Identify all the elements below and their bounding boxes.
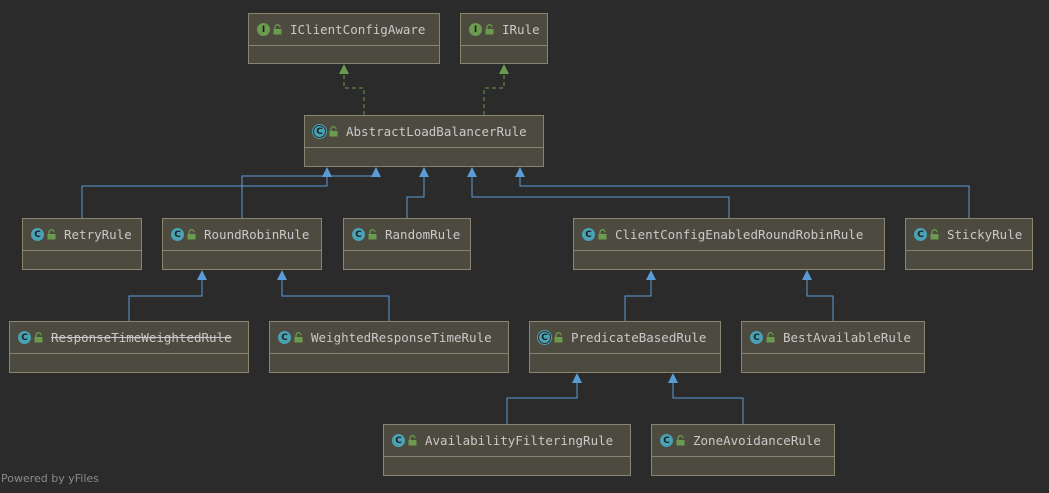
class-icon: C	[582, 228, 595, 241]
class-node-IClientConfigAware[interactable]: I IClientConfigAware	[248, 13, 440, 64]
class-icon: C	[914, 228, 927, 241]
public-lock-icon	[291, 328, 303, 347]
class-icon: C	[352, 228, 365, 241]
extends-edge-PredicateBasedRule-to-ClientConfigEnabledRoundRobinRule	[624, 270, 656, 321]
class-icon: C	[278, 331, 291, 344]
class-name: IClientConfigAware	[290, 22, 426, 37]
class-node-RoundRobinRule[interactable]: C RoundRobinRule	[162, 218, 322, 270]
class-name: AvailabilityFilteringRule	[425, 433, 614, 448]
class-icon: C	[750, 331, 763, 344]
class-node-WeightedResponseTimeRule[interactable]: C WeightedResponseTimeRule	[269, 321, 509, 373]
class-node-StickyRule[interactable]: C StickyRule	[905, 218, 1033, 270]
arrowhead	[515, 167, 525, 177]
class-icon: C	[660, 434, 673, 447]
extends-edge-RetryRule-to-AbstractLoadBalancerRule	[81, 167, 332, 218]
public-lock-icon	[551, 328, 563, 347]
class-name: RetryRule	[64, 227, 132, 242]
class-name: RandomRule	[385, 227, 461, 242]
public-lock-icon	[595, 225, 607, 244]
node-header: C WeightedResponseTimeRule	[270, 322, 508, 354]
class-icon: C	[18, 331, 31, 344]
node-header: C StickyRule	[906, 219, 1032, 251]
class-name: PredicateBasedRule	[571, 330, 707, 345]
class-name: AbstractLoadBalancerRule	[346, 124, 527, 139]
arrowhead	[646, 270, 656, 280]
node-header: I IRule	[461, 14, 547, 46]
public-lock-icon	[270, 20, 282, 39]
class-node-ZoneAvoidanceRule[interactable]: C ZoneAvoidanceRule	[651, 424, 835, 476]
public-lock-icon	[326, 122, 338, 141]
class-name: ClientConfigEnabledRoundRobinRule	[615, 227, 864, 242]
public-lock-icon	[482, 20, 494, 39]
node-header: C AbstractLoadBalancerRule	[305, 116, 543, 148]
arrowhead	[197, 270, 207, 280]
class-node-IRule[interactable]: I IRule	[460, 13, 548, 64]
public-lock-icon	[44, 225, 56, 244]
class-node-BestAvailableRule[interactable]: C BestAvailableRule	[741, 321, 925, 373]
extends-edge-ClientConfigEnabledRoundRobinRule-to-AbstractLoadBalancerRule	[467, 167, 730, 218]
arrowhead	[322, 167, 332, 177]
node-header: C ZoneAvoidanceRule	[652, 425, 834, 457]
public-lock-icon	[405, 431, 417, 450]
class-icon: C	[31, 228, 44, 241]
arrowhead	[668, 373, 678, 383]
class-icon: C	[171, 228, 184, 241]
node-header: C ResponseTimeWeightedRule	[10, 322, 248, 354]
public-lock-icon	[365, 225, 377, 244]
implements-edge-AbstractLoadBalancerRule-to-IRule	[483, 64, 509, 115]
class-name: IRule	[502, 22, 540, 37]
node-header: C ClientConfigEnabledRoundRobinRule	[574, 219, 884, 251]
extends-edge-AvailabilityFilteringRule-to-PredicateBasedRule	[506, 373, 582, 424]
class-node-AbstractLoadBalancerRule[interactable]: C AbstractLoadBalancerRule	[304, 115, 544, 167]
extends-edge-RoundRobinRule-to-AbstractLoadBalancerRule	[241, 167, 381, 218]
extends-edge-WeightedResponseTimeRule-to-RoundRobinRule	[277, 270, 390, 321]
public-lock-icon	[927, 225, 939, 244]
interface-icon: I	[469, 23, 482, 36]
class-name: ResponseTimeWeightedRule	[51, 330, 232, 345]
node-header: C BestAvailableRule	[742, 322, 924, 354]
node-header: C RoundRobinRule	[163, 219, 321, 251]
class-node-AvailabilityFilteringRule[interactable]: C AvailabilityFilteringRule	[383, 424, 631, 476]
abstract-class-icon: C	[538, 331, 551, 344]
node-header: C PredicateBasedRule	[530, 322, 720, 354]
extends-edge-ZoneAvoidanceRule-to-PredicateBasedRule	[668, 373, 744, 424]
arrowhead	[419, 167, 429, 177]
public-lock-icon	[31, 328, 43, 347]
class-node-ClientConfigEnabledRoundRobinRule[interactable]: C ClientConfigEnabledRoundRobinRule	[573, 218, 885, 270]
node-header: I IClientConfigAware	[249, 14, 439, 46]
class-node-RetryRule[interactable]: C RetryRule	[22, 218, 142, 270]
arrowhead	[802, 270, 812, 280]
class-name: ZoneAvoidanceRule	[693, 433, 821, 448]
powered-by-footer: Powered by yFiles	[1, 472, 99, 485]
node-header: C AvailabilityFilteringRule	[384, 425, 630, 457]
abstract-class-icon: C	[313, 125, 326, 138]
extends-edge-ResponseTimeWeightedRule-to-RoundRobinRule	[128, 270, 207, 321]
interface-icon: I	[257, 23, 270, 36]
class-name: RoundRobinRule	[204, 227, 310, 242]
class-node-PredicateBasedRule[interactable]: C PredicateBasedRule	[529, 321, 721, 373]
node-header: C RandomRule	[344, 219, 470, 251]
class-node-RandomRule[interactable]: C RandomRule	[343, 218, 471, 270]
extends-edge-RandomRule-to-AbstractLoadBalancerRule	[406, 167, 429, 218]
public-lock-icon	[673, 431, 685, 450]
arrowhead	[572, 373, 582, 383]
class-name: StickyRule	[947, 227, 1023, 242]
class-name: WeightedResponseTimeRule	[311, 330, 492, 345]
class-icon: C	[392, 434, 405, 447]
public-lock-icon	[763, 328, 775, 347]
arrowhead	[499, 64, 509, 74]
arrowhead	[371, 167, 381, 177]
extends-edge-StickyRule-to-AbstractLoadBalancerRule	[515, 167, 970, 218]
node-header: C RetryRule	[23, 219, 141, 251]
arrowhead	[339, 64, 349, 74]
arrowhead	[277, 270, 287, 280]
arrowhead	[467, 167, 477, 177]
extends-edge-BestAvailableRule-to-ClientConfigEnabledRoundRobinRule	[802, 270, 834, 321]
public-lock-icon	[184, 225, 196, 244]
class-node-ResponseTimeWeightedRule[interactable]: C ResponseTimeWeightedRule	[9, 321, 249, 373]
class-name: BestAvailableRule	[783, 330, 911, 345]
implements-edge-AbstractLoadBalancerRule-to-IClientConfigAware	[339, 64, 365, 115]
